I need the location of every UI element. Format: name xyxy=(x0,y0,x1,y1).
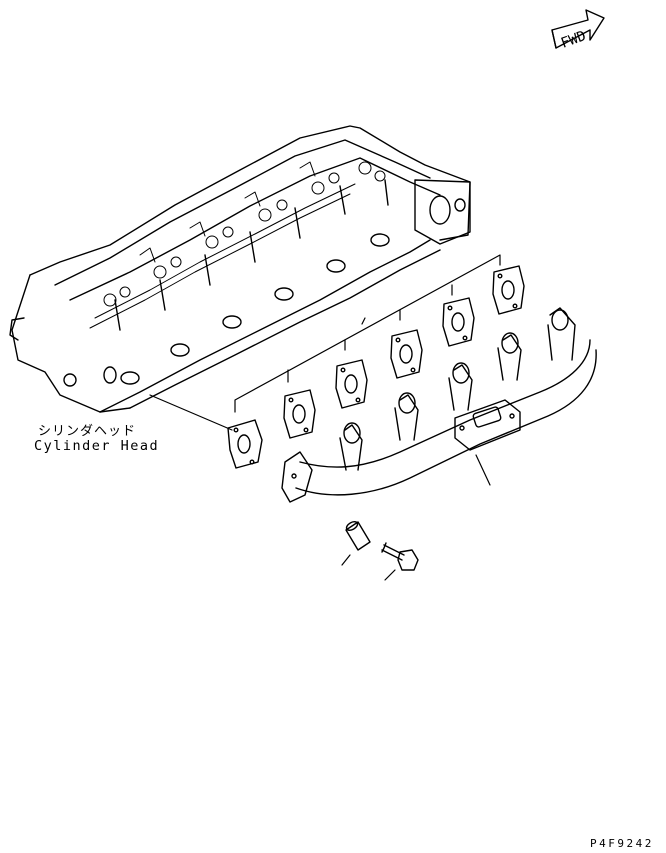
gasket-4 xyxy=(390,329,423,379)
forward-arrow-icon: FWD xyxy=(551,9,605,52)
cylinder-head-label-en: Cylinder Head xyxy=(34,438,160,454)
gasket-2 xyxy=(283,389,316,439)
figure-code: P4F9242 xyxy=(590,837,654,850)
fwd-arrow-text: FWD xyxy=(559,28,588,52)
exhaust-manifold xyxy=(281,307,597,503)
cylinder-head-drawing xyxy=(9,125,471,413)
gasket-set xyxy=(227,265,525,469)
bolt-part xyxy=(381,542,419,571)
leader-lines xyxy=(149,254,501,581)
cylinder-head-label-jp: シリンダヘッド xyxy=(38,424,137,439)
gasket-1 xyxy=(227,419,263,469)
gasket-5 xyxy=(442,297,475,347)
gasket-3 xyxy=(335,359,368,409)
spacer-part xyxy=(345,521,371,551)
gasket-6 xyxy=(492,265,525,315)
